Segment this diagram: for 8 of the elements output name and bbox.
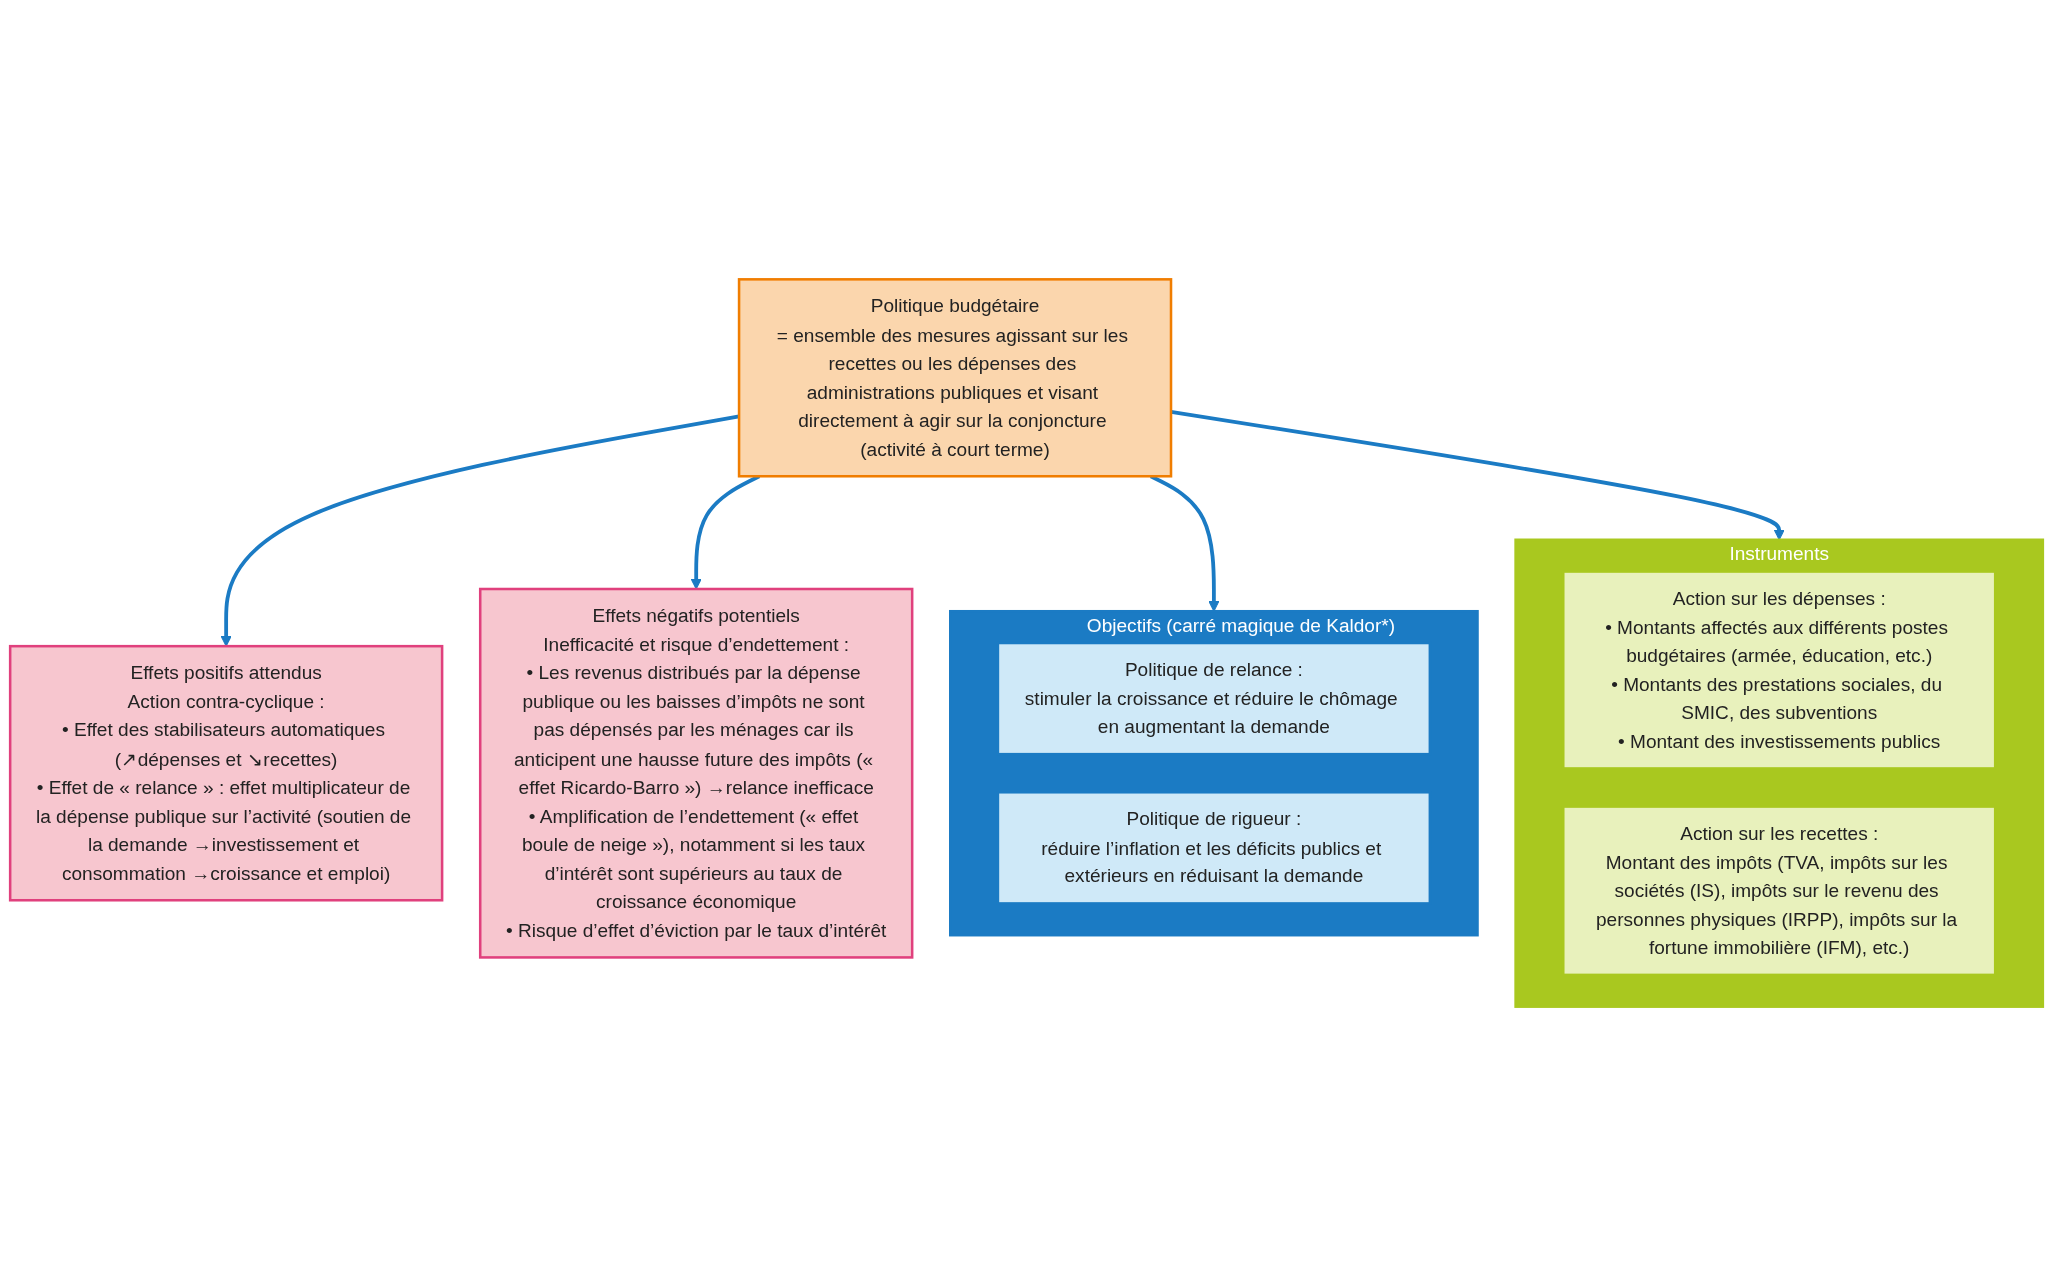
node-box: Effets négatifs potentiels Inefficacité et risque d’endettement : • Les revenus distribués par la dépense publique ou les baisses d’impôts ne sont pas dépensés par les ménages car ils anticipent une hausse future des impôts (« effet Ricardo-Barro ») →relance inefficace • Amplification de l’endettement (« effet boule de neige »), notamment si les taux d’intérêt sont supérieurs au taux de croissance économique • Risque d’effet d’éviction par le taux d’intérêt: [478, 587, 914, 959]
node-box: Action sur les dépenses : • Montants affectés aux différents postes budgétaires (armée, éducation, etc.) • Montants des prestations sociales, du SMIC, des subventions • Montant des investissements publics: [1562, 570, 1997, 770]
node-box: Politique budgétaire = ensemble des mesures agissant sur les recettes ou les dépenses des administrations publiques et visant directement à agir sur la conjoncture (activité à court terme): [737, 278, 1173, 478]
node-box: Effets positifs attendus Action contra-cyclique : • Effet des stabilisateurs automatiques (↗dépenses et ↘recettes) • Effet de « relance » : effet multiplicateur de la dépense publique sur l’activité (soutien de la demande →investissement et consommation →croissance et emploi): [8, 644, 444, 902]
node-box: Politique de relance : stimuler la croissance et réduire le chômage en augmentant la demande: [996, 641, 1432, 756]
node-box: Action sur les recettes : Montant des impôts (TVA, impôts sur les sociétés (IS), impôts sur le revenu des personnes physiques (IRPP), impôts sur la fortune immobilière (IFM), etc.): [1562, 805, 1997, 977]
arrow: [220, 414, 740, 647]
node-box: Politique de rigueur : réduire l’inflation et les déficits publics et extérieurs en réduisant la demande: [996, 791, 1432, 905]
